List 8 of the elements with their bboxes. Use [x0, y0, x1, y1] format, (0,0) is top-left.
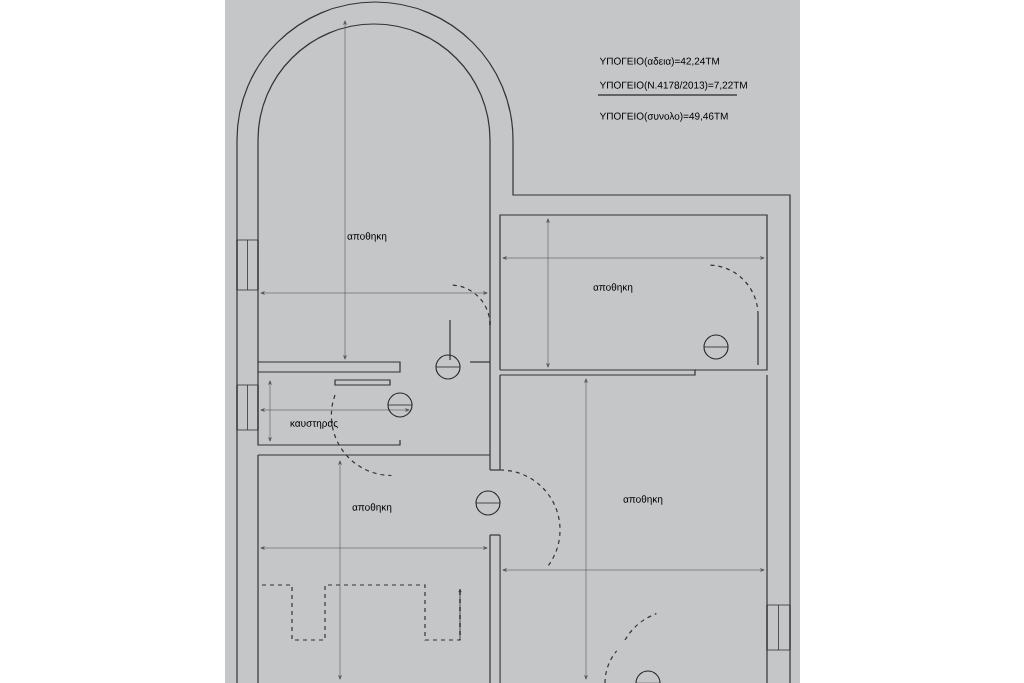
room-label: αποθηκη [347, 232, 387, 242]
area-text: ΥΠΟΓΕΙΟ(αδεια)=42,24ΤΜ [599, 57, 719, 67]
room-label: αποθηκη [352, 503, 392, 513]
area-text: ΥΠΟΓΕΙΟ(συνολο)=49,46ΤΜ [599, 112, 728, 122]
room-label: καυστηρας [290, 421, 338, 429]
room-label: αποθηκη [623, 495, 663, 505]
area-text: ΥΠΟΓΕΙΟ(Ν.4178/2013)=7,22ΤΜ [599, 81, 747, 91]
room-label: αποθηκη [593, 283, 633, 293]
